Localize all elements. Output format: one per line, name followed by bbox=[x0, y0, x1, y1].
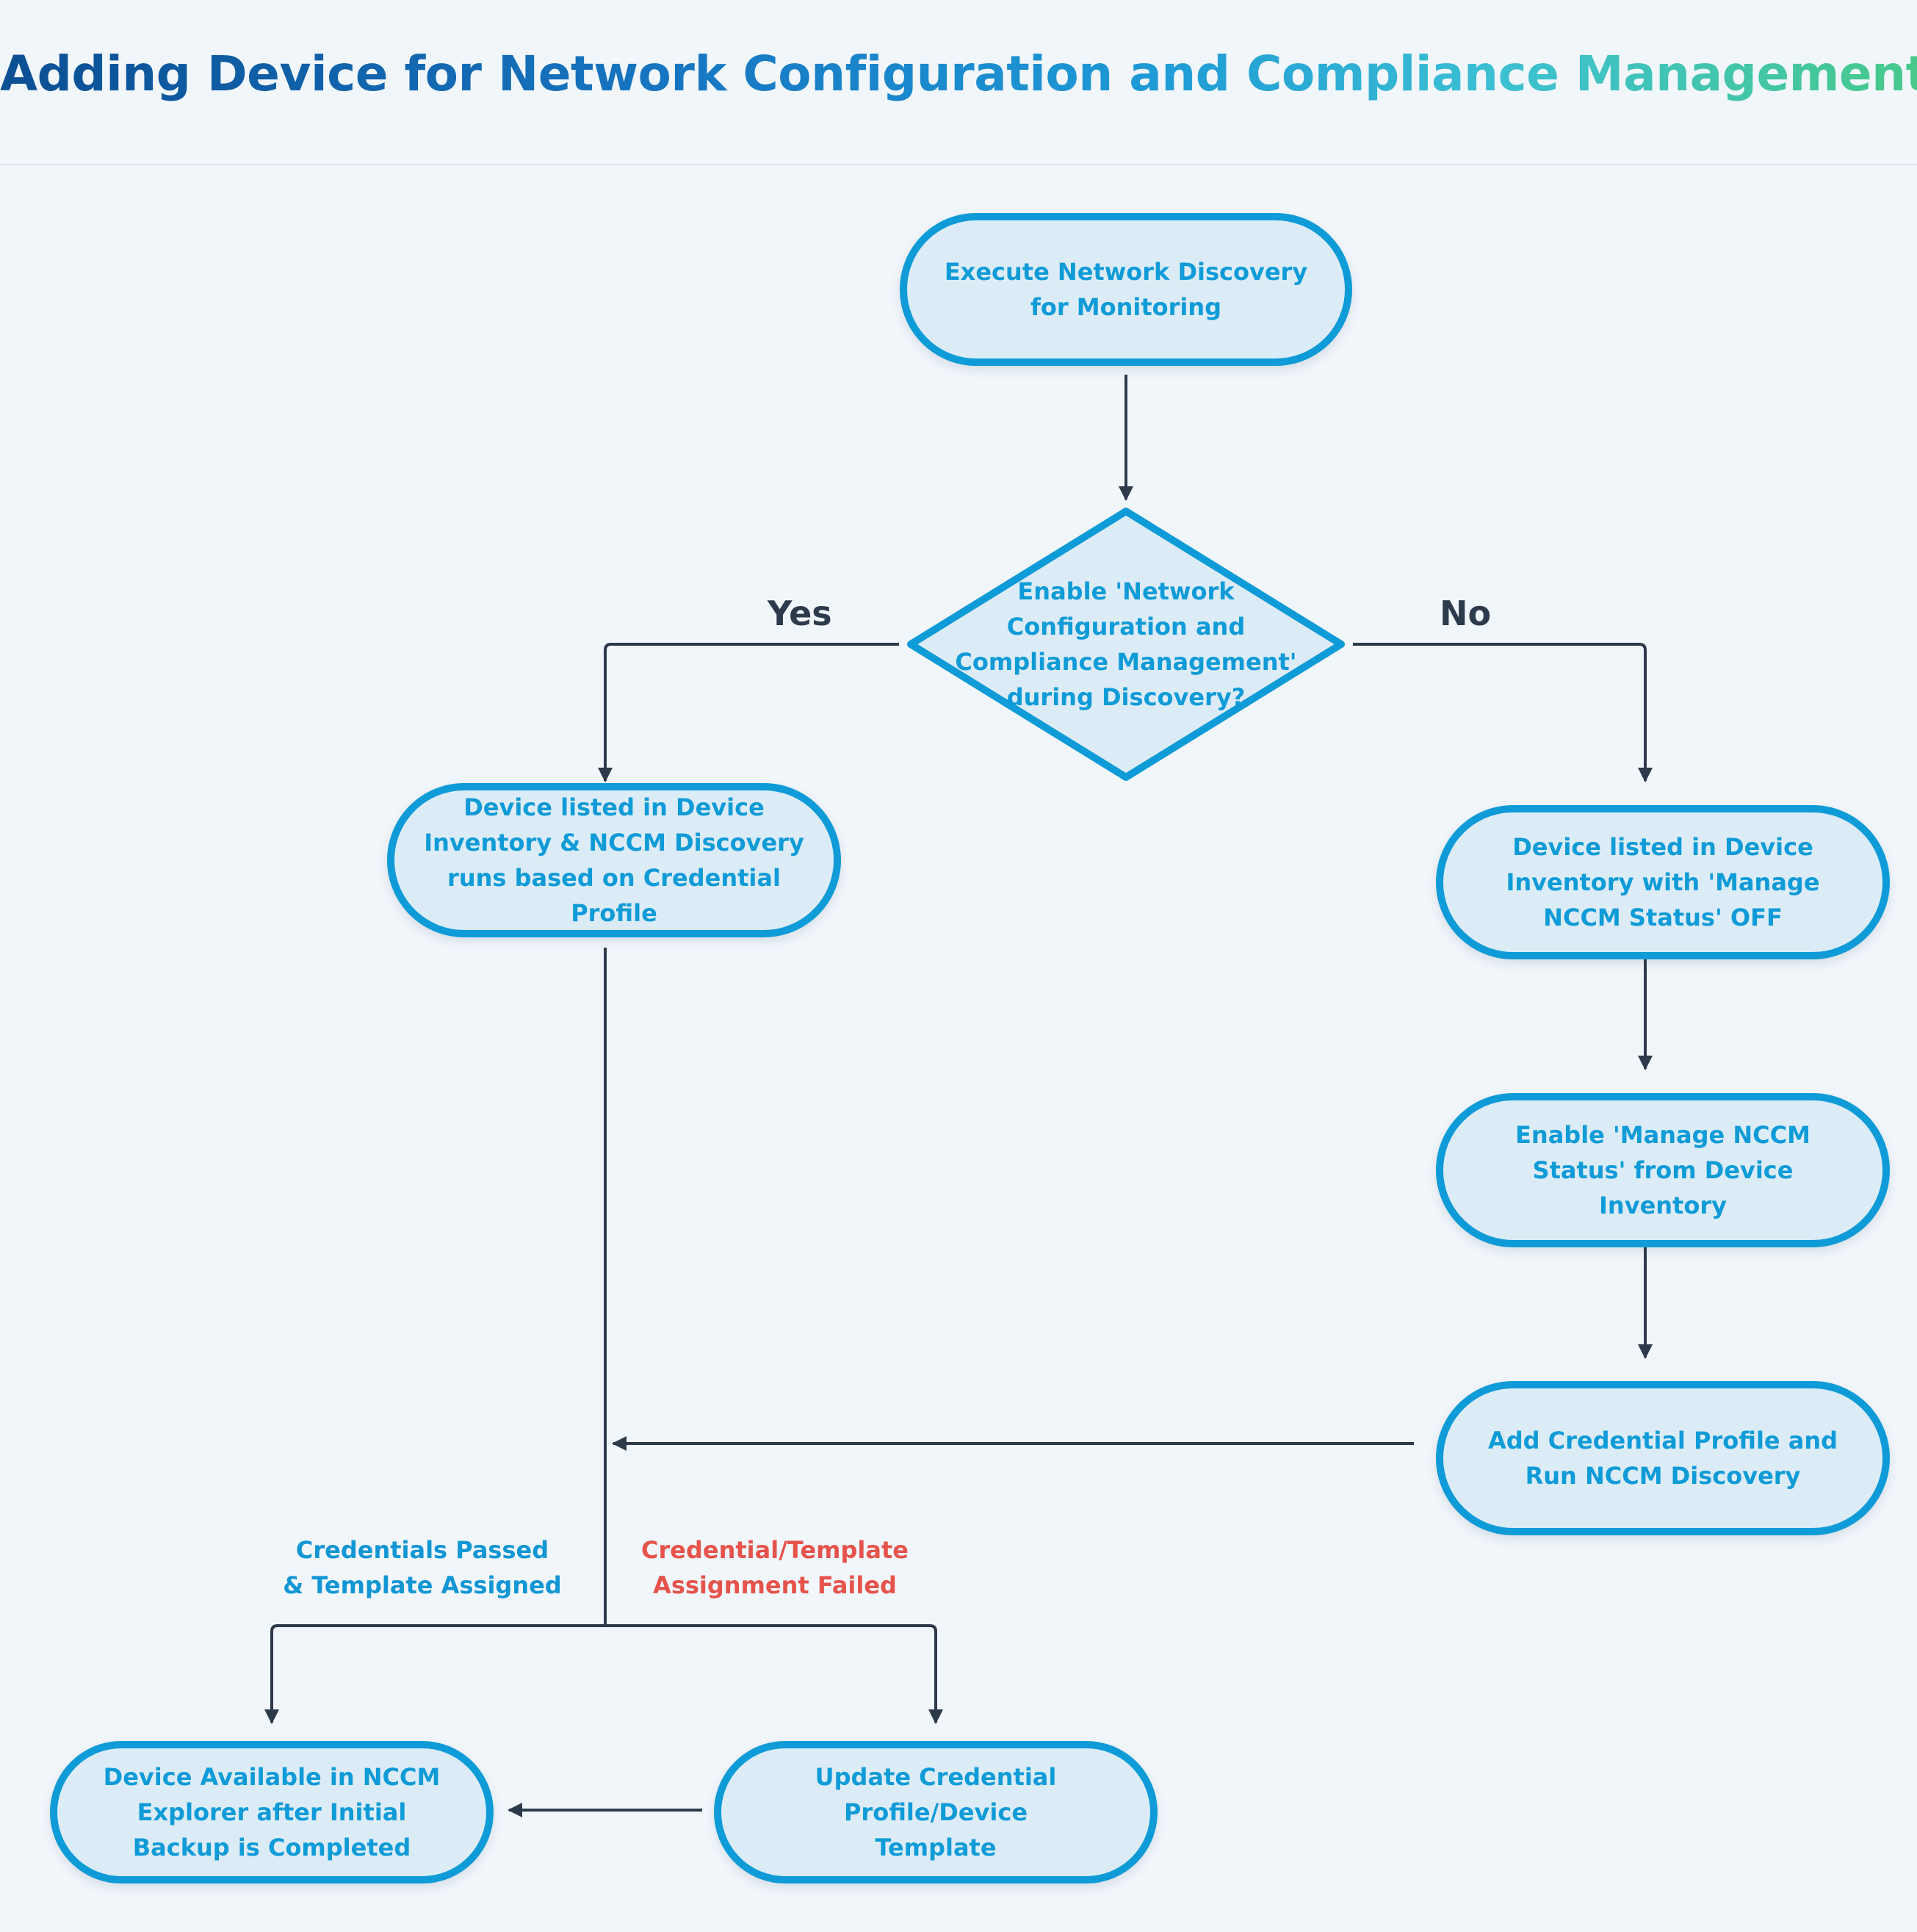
end-node-device-available: Device Available in NCCM Explorer after … bbox=[50, 1741, 494, 1884]
arrow-branch-success bbox=[264, 1624, 605, 1724]
process-node-no-listed: Device listed in Device Inventory with '… bbox=[1436, 805, 1890, 959]
decision-node-enable-nccm: Enable 'Network Configuration and Compli… bbox=[955, 577, 1297, 711]
process-node-add-credential: Add Credential Profile and Run NCCM Disc… bbox=[1436, 1381, 1890, 1535]
start-node-execute-discovery: Execute Network Discovery for Monitoring bbox=[900, 213, 1352, 366]
edge-label-no: No bbox=[1440, 594, 1492, 633]
process-node-update-credential: Update Credential Profile/Device Templat… bbox=[714, 1741, 1158, 1884]
process-node-yes-listed: Device listed in Device Inventory & NCCM… bbox=[387, 783, 841, 937]
decision-diamond bbox=[907, 508, 1345, 781]
arrow-decision-no bbox=[1353, 643, 1653, 782]
edge-label-failure: Credential/Template Assignment Failed bbox=[641, 1536, 909, 1599]
header: Adding Device for Network Configuration … bbox=[0, 0, 1917, 165]
process-node-enable-manage: Enable 'Manage NCCM Status' from Device … bbox=[1436, 1093, 1890, 1247]
edge-label-yes: Yes bbox=[768, 594, 832, 633]
arrow-branch-failure bbox=[605, 1624, 943, 1724]
edge-label-success: Credentials Passed & Template Assigned bbox=[283, 1536, 562, 1599]
arrow-decision-yes bbox=[598, 643, 899, 782]
diagram-title: Adding Device for Network Configuration … bbox=[0, 46, 1917, 102]
